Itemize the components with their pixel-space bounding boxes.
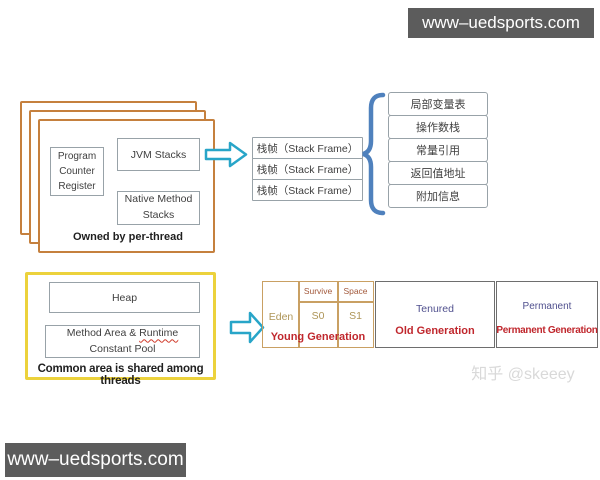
young-generation-label: Young Generation: [270, 331, 366, 343]
watermark-top: www–uedsports.com: [408, 8, 594, 38]
frame-detail-box: 操作数栈: [388, 115, 488, 139]
frame-detail-box: 常量引用: [388, 138, 488, 162]
space-header: Space: [343, 286, 368, 296]
program-counter-register-box: Program Counter Register: [50, 147, 104, 196]
stack-frame-details-list: 局部变量表 操作数栈 常量引用 返回值地址 附加信息: [388, 92, 488, 208]
permanent-generation-label: Permanent Generation: [496, 325, 598, 336]
heap-box: Heap: [49, 282, 200, 313]
tenured-label: Tenured: [416, 303, 454, 315]
watermark-bottom: www–uedsports.com: [5, 443, 186, 477]
block-arrow-right-icon: [229, 311, 265, 344]
curly-brace-icon: [362, 92, 386, 216]
stack-frame-box: 栈帧（Stack Frame）: [252, 137, 363, 159]
young-generation-box: [262, 281, 374, 348]
survive-header: Survive: [303, 286, 333, 296]
eden-s0-divider: [298, 281, 300, 348]
block-arrow-right-icon: [204, 141, 248, 168]
s0-label: S0: [311, 310, 325, 322]
frame-detail-box: 附加信息: [388, 184, 488, 208]
stack-frames-list: 栈帧（Stack Frame） 栈帧（Stack Frame） 栈帧（Stack…: [252, 137, 363, 201]
s0-s1-divider: [337, 281, 339, 348]
method-area-box: Method Area & Runtime Constant Pool: [45, 325, 200, 358]
common-area-caption: Common area is shared among threads: [37, 363, 204, 387]
heap-generations-table: Survive Space Eden S0 S1 Young Generatio…: [262, 281, 598, 348]
permanent-generation-box: [496, 281, 598, 348]
stack-frame-box: 栈帧（Stack Frame）: [252, 179, 363, 201]
owned-by-per-thread-caption: Owned by per-thread: [72, 231, 184, 243]
frame-detail-box: 局部变量表: [388, 92, 488, 116]
native-method-stacks-box: Native Method Stacks: [117, 191, 200, 225]
survivor-header-divider: [298, 301, 374, 303]
zhihu-watermark: 知乎 @skeeey: [471, 366, 575, 383]
permanent-label: Permanent: [522, 301, 572, 312]
eden-label: Eden: [268, 311, 294, 323]
runtime-spellcheck-word: Runtime: [139, 327, 179, 340]
old-generation-label: Old Generation: [395, 325, 475, 337]
old-generation-box: [375, 281, 495, 348]
s1-label: S1: [349, 310, 362, 322]
method-area-label: Method Area & Runtime Constant Pool: [66, 327, 179, 355]
stack-frame-box: 栈帧（Stack Frame）: [252, 158, 363, 180]
frame-detail-box: 返回值地址: [388, 161, 488, 185]
jvm-stacks-box: JVM Stacks: [117, 138, 200, 171]
